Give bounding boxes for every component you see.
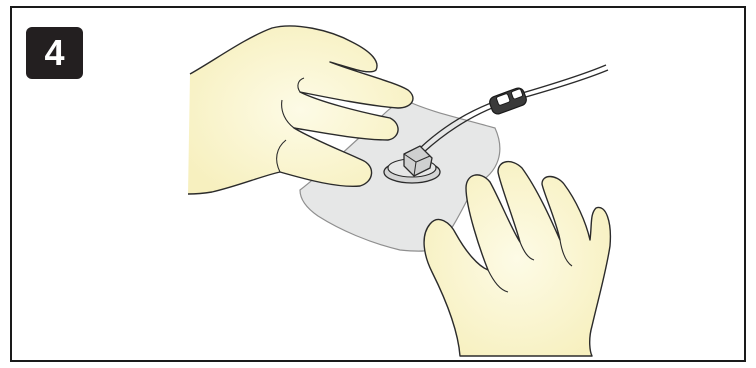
step-number: 4: [44, 32, 65, 73]
right-gloved-hand: [423, 161, 612, 357]
left-gloved-hand: [187, 25, 414, 195]
right-hand-creases: [487, 239, 573, 293]
tube-clamp-icon: [489, 87, 527, 115]
securement-device-icon: [383, 145, 441, 184]
step-badge: 4: [26, 27, 83, 79]
left-hand-creases: [276, 77, 305, 173]
